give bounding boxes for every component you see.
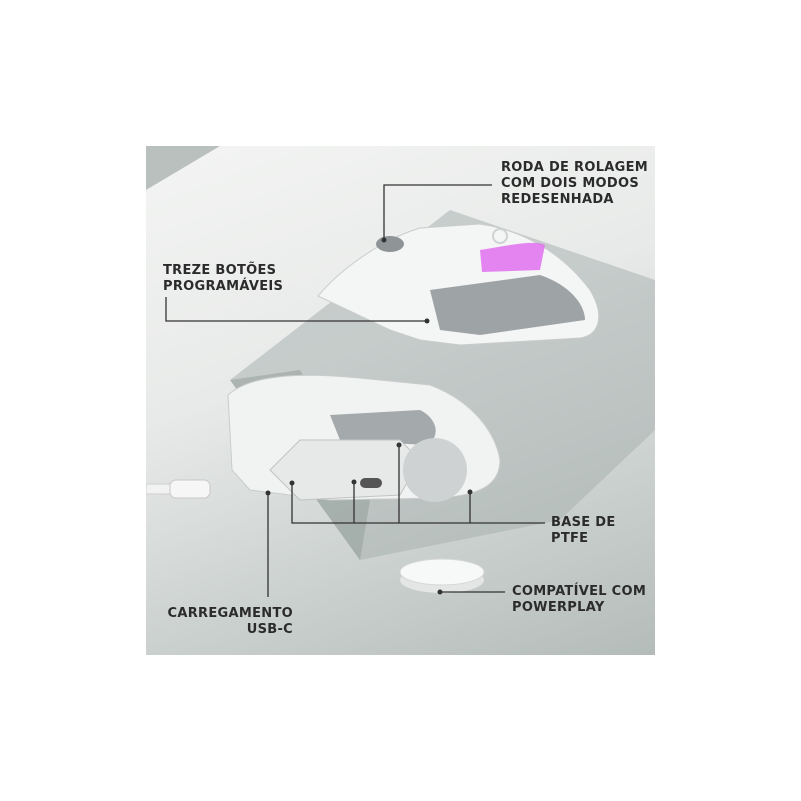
rgb-light xyxy=(480,242,545,272)
powerplay-module xyxy=(399,558,485,593)
callout-powerplay: COMPATÍVEL COM POWERPLAY xyxy=(512,584,646,616)
callout-line: REDESENHADA xyxy=(501,192,614,207)
corner-shape xyxy=(146,146,220,190)
leader-lines xyxy=(165,184,545,597)
sensor xyxy=(360,478,382,488)
powerplay-slot xyxy=(403,438,467,502)
callout-line: PTFE xyxy=(551,531,589,546)
callout-line: BASE DE xyxy=(551,515,616,530)
grip-panel-bottom xyxy=(330,410,436,445)
callout-line: CARREGAMENTO xyxy=(167,606,293,621)
scroll-wheel xyxy=(376,236,404,252)
usb-c-cable xyxy=(146,479,211,499)
callout-ptfe: BASE DE PTFE xyxy=(551,515,616,547)
callout-line: TREZE BOTÕES xyxy=(163,263,277,278)
leader-dots xyxy=(265,237,473,595)
grip-panel xyxy=(430,275,585,335)
callout-line: RODA DE ROLAGEM xyxy=(501,160,649,175)
product-image-panel xyxy=(146,146,655,655)
callout-scroll-wheel: RODA DE ROLAGEM COM DOIS MODOS REDESENHA… xyxy=(501,160,648,208)
callout-line: PROGRAMÁVEIS xyxy=(163,279,284,294)
product-illustration xyxy=(146,146,655,597)
callout-charging: CARREGAMENTO USB-C xyxy=(168,606,293,638)
callout-line: USB-C xyxy=(246,622,293,637)
callout-line: POWERPLAY xyxy=(512,600,605,615)
callout-line: COMPATÍVEL COM xyxy=(512,584,647,599)
callout-buttons: TREZE BOTÕES PROGRAMÁVEIS xyxy=(163,263,283,295)
logo xyxy=(492,228,508,244)
mouse-top-view xyxy=(317,223,600,346)
mouse-bottom-view xyxy=(227,374,501,502)
callout-line: COM DOIS MODOS xyxy=(501,176,640,191)
